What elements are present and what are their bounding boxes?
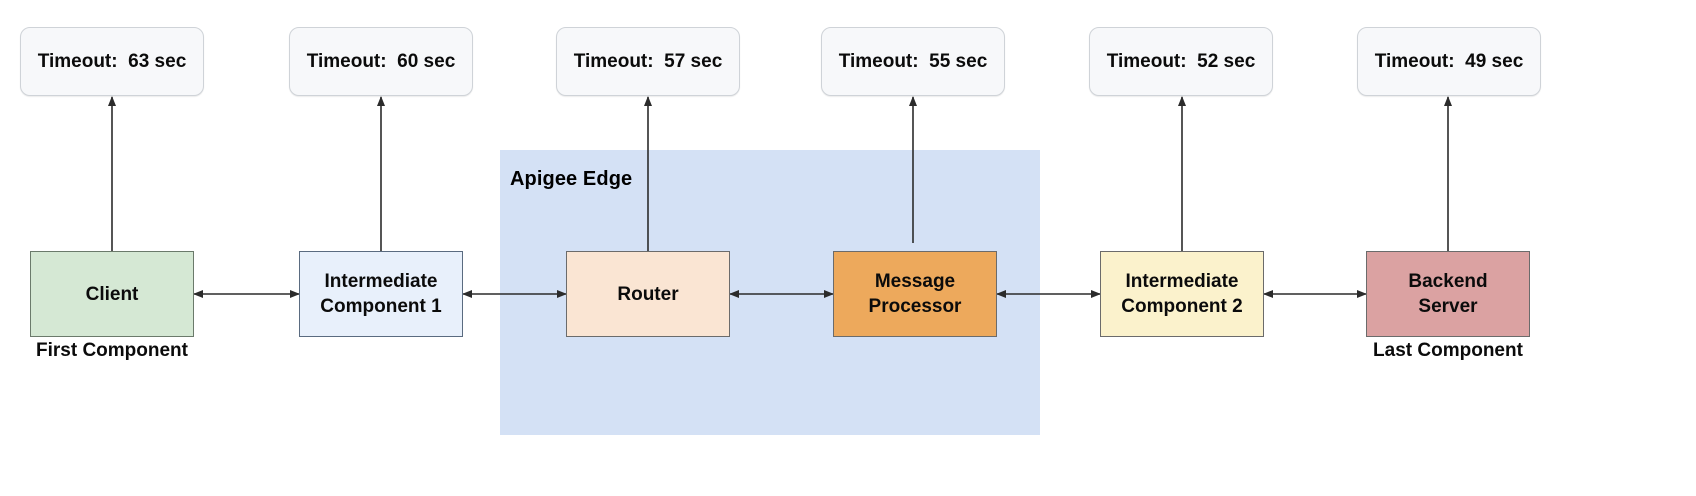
node-ic2-label: Intermediate Component 2 [1121, 271, 1243, 317]
node-mp: Message Processor [833, 251, 997, 337]
node-ic1-label: Intermediate Component 1 [320, 271, 442, 317]
timeout-mp-box: Timeout: 55 sec [821, 27, 1005, 96]
timeout-client-label: Timeout: 63 sec [37, 50, 187, 72]
timeout-backend-box: Timeout: 49 sec [1357, 27, 1541, 96]
node-client: Client [30, 251, 194, 337]
timeout-ic2-box: Timeout: 52 sec [1089, 27, 1273, 96]
apigee-edge-group-label: Apigee Edge [510, 168, 633, 190]
timeout-backend-label: Timeout: 49 sec [1374, 50, 1524, 72]
node-backend-label: Backend Server [1408, 271, 1488, 317]
node-router: Router [566, 251, 730, 337]
node-mp-label: Message Processor [868, 271, 962, 317]
node-router-label: Router [617, 283, 679, 305]
node-backend: Backend Server [1366, 251, 1530, 337]
timeout-client-box: Timeout: 63 sec [20, 27, 204, 96]
caption-last: Last Component [1373, 340, 1523, 361]
timeout-router-box: Timeout: 57 sec [556, 27, 740, 96]
timeout-mp-label: Timeout: 55 sec [838, 50, 988, 72]
caption-first: First Component [36, 340, 188, 361]
timeout-ic1-box: Timeout: 60 sec [289, 27, 473, 96]
node-ic1: Intermediate Component 1 [299, 251, 463, 337]
node-ic2: Intermediate Component 2 [1100, 251, 1264, 337]
node-client-label: Client [85, 283, 139, 305]
timeout-router-label: Timeout: 57 sec [573, 50, 723, 72]
timeout-ic1-label: Timeout: 60 sec [306, 50, 456, 72]
timeout-ic2-label: Timeout: 52 sec [1106, 50, 1256, 72]
